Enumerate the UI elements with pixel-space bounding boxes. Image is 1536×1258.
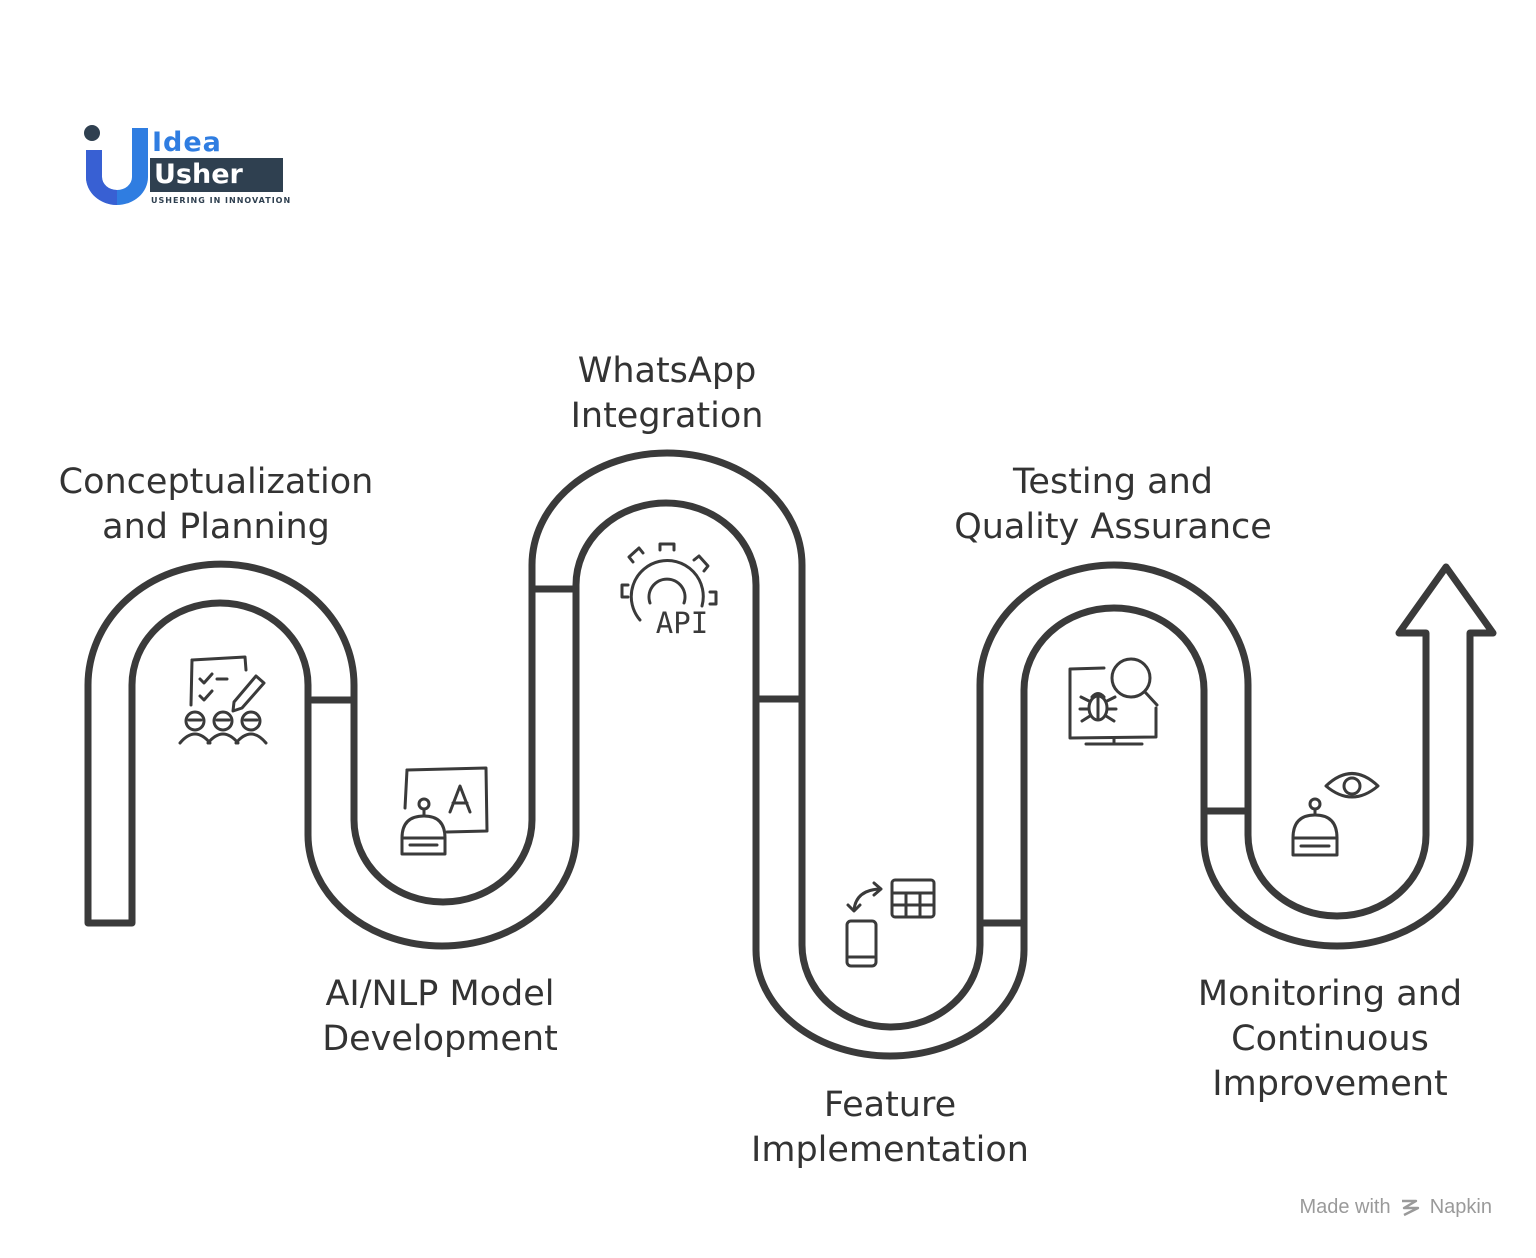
mobile-sync-icon bbox=[845, 878, 936, 968]
step-label-line: WhatsApp bbox=[577, 351, 757, 391]
step-label-feature: Feature Implementation bbox=[751, 1083, 1029, 1173]
step-label-testing: Testing and Quality Assurance bbox=[954, 460, 1272, 550]
logo-word-idea: Idea bbox=[152, 127, 222, 158]
logo-u-mark bbox=[84, 125, 148, 205]
step-label-line: AI/NLP Model bbox=[325, 974, 555, 1014]
step-label-line: Integration bbox=[570, 396, 764, 436]
api-gear-icon bbox=[620, 542, 718, 622]
logo-word-usher: Usher bbox=[150, 158, 283, 192]
step-label-line: Improvement bbox=[1212, 1064, 1448, 1104]
robot-eye-icon bbox=[1291, 772, 1380, 857]
winding-road bbox=[84, 449, 1497, 1060]
team-planning-icon bbox=[178, 655, 268, 745]
step-label-line: Implementation bbox=[751, 1130, 1029, 1170]
step-label-line: Continuous bbox=[1231, 1019, 1429, 1059]
step-label-whatsapp: WhatsApp Integration bbox=[571, 349, 764, 439]
step-label-line: Quality Assurance bbox=[954, 507, 1272, 547]
api-icon-label: API bbox=[656, 606, 708, 640]
step-label-line: Monitoring and bbox=[1197, 974, 1463, 1014]
step-label-line: and Planning bbox=[102, 507, 330, 547]
watermark-prefix: Made with bbox=[1299, 1196, 1391, 1218]
napkin-watermark: Made with Napkin bbox=[1299, 1194, 1492, 1220]
step-label-line: Testing and bbox=[1012, 462, 1214, 502]
step-label-line: Conceptualization bbox=[58, 462, 374, 502]
step-label-ai-nlp: AI/NLP Model Development bbox=[322, 972, 558, 1062]
idea-usher-logo: Idea Usher USHERING IN INNOVATION bbox=[82, 122, 292, 212]
step-label-conceptualization: Conceptualization and Planning bbox=[59, 460, 374, 550]
step-label-monitoring: Monitoring and Continuous Improvement bbox=[1198, 972, 1462, 1107]
watermark-brand: Napkin bbox=[1429, 1196, 1492, 1218]
napkin-logo-icon bbox=[1402, 1199, 1420, 1216]
step-label-line: Development bbox=[322, 1019, 558, 1059]
ai-robot-icon bbox=[400, 766, 489, 856]
road-outer-edge bbox=[84, 449, 1497, 1060]
step-label-line: Feature bbox=[823, 1085, 957, 1125]
bug-monitor-icon bbox=[1068, 657, 1159, 746]
logo-tagline: USHERING IN INNOVATION bbox=[151, 196, 292, 205]
